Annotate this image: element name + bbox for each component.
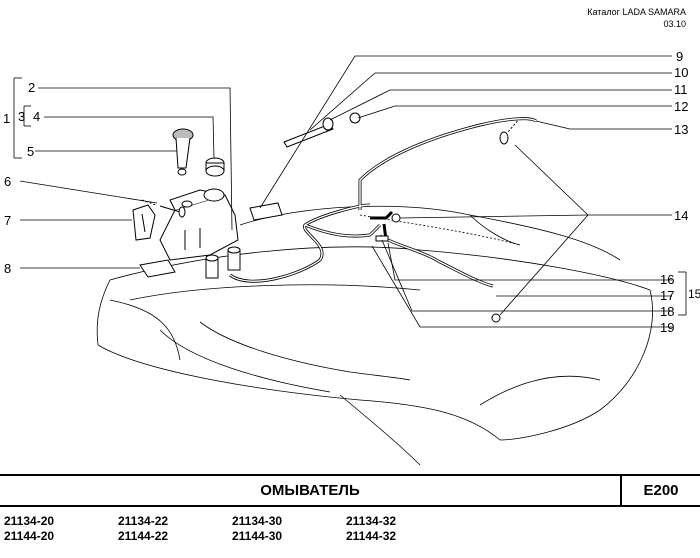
washer-hoses-inner [229, 117, 537, 287]
bracket [132, 204, 156, 241]
reservoir-cap [205, 157, 225, 177]
section-title: ОМЫВАТЕЛЬ [260, 482, 360, 499]
callout-5: 5 [27, 144, 34, 159]
callout-19: 19 [660, 320, 674, 335]
model-code: 21134-30 [232, 514, 283, 528]
callout-7: 7 [4, 213, 11, 228]
model-code: 21144-22 [118, 529, 169, 543]
callout-14: 14 [674, 208, 688, 223]
fixing-screw [141, 199, 186, 218]
callout-9: 9 [676, 49, 683, 64]
pad [139, 259, 176, 278]
model-code: 21134-20 [4, 514, 55, 528]
title-divider [620, 476, 622, 505]
callout-2: 2 [28, 80, 35, 95]
model-code: 21134-32 [346, 514, 397, 528]
title-bar: ОМЫВАТЕЛЬ E200 [0, 474, 700, 507]
callout-4: 4 [33, 109, 40, 124]
catalog-date: 03.10 [663, 19, 686, 29]
filler-neck [172, 128, 194, 176]
section-code: E200 [643, 482, 679, 499]
catalog-name: Каталог LADA SAMARA [587, 7, 686, 17]
tee-connector [375, 235, 389, 242]
catalog-header: Каталог LADA SAMARA 03.10 [587, 6, 686, 30]
callout-10: 10 [674, 65, 688, 80]
model-code: 21144-32 [346, 529, 397, 543]
washer-reservoir [159, 188, 239, 261]
model-code: 21134-22 [118, 514, 169, 528]
pad-2 [249, 202, 283, 221]
callout-3: 3 [18, 109, 25, 124]
model-code: 21144-30 [232, 529, 283, 543]
washer-pumps [205, 246, 241, 279]
callout-6: 6 [4, 174, 11, 189]
model-list: 21134-20 21134-22 21134-30 21134-32 2114… [0, 511, 700, 555]
callout-16: 16 [660, 272, 674, 287]
small-fittings [322, 112, 361, 131]
washer-hoses [229, 117, 537, 288]
callout-1: 1 [3, 111, 10, 126]
callout-12: 12 [674, 99, 688, 114]
callout-11: 11 [674, 82, 688, 97]
washer-exploded-diagram: 1 2 3 4 5 6 7 8 9 10 11 12 13 14 15 16 1… [3, 49, 700, 466]
model-code: 21144-20 [4, 529, 55, 543]
leader-lines [13, 55, 687, 328]
callout-15: 15 [688, 287, 700, 301]
hose-clip-strip [283, 123, 334, 148]
callout-13: 13 [674, 122, 688, 137]
car-body-outline [96, 205, 653, 466]
callout-17: 17 [660, 288, 674, 303]
washer-nozzles [391, 117, 521, 323]
callout-18: 18 [660, 304, 674, 319]
callout-8: 8 [4, 261, 11, 276]
